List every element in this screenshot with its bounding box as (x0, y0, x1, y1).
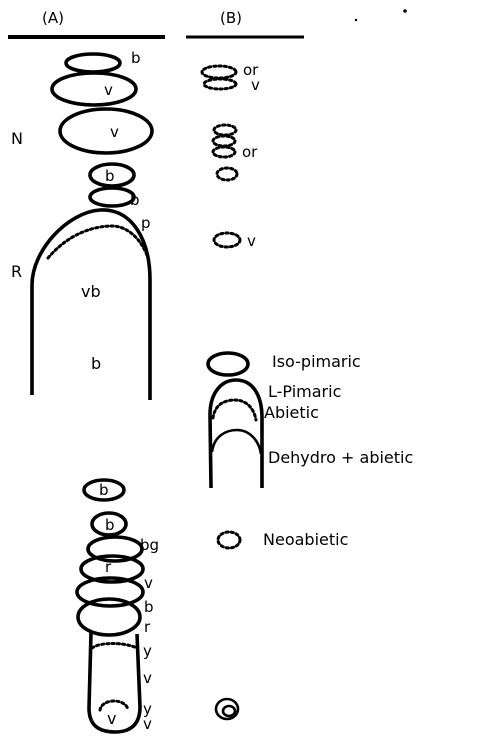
label-a-btm-b: b (144, 598, 154, 616)
label-a-b1: b (131, 49, 141, 67)
label-a-b3: b (91, 354, 101, 373)
label-a-btm-v3: v (143, 715, 152, 733)
label-l-pimaric: L-Pimaric (268, 382, 341, 401)
label-b-or2: or (242, 143, 258, 161)
spot-iso-pimaric (208, 353, 248, 375)
speck (355, 19, 357, 21)
label-a-btm-b-second: b (105, 516, 115, 534)
spot-b-or2-1 (214, 125, 236, 135)
spot-b-or1-bottom (204, 79, 236, 89)
spot-dehydro-front (212, 430, 261, 454)
header-a: (A) (42, 9, 64, 27)
label-a-v2: v (110, 123, 119, 141)
label-a-vb: vb (81, 282, 101, 301)
origin-spiral-inner (223, 706, 235, 716)
zone-R-dotted-front (48, 226, 148, 258)
spot-lpimaric-outline (210, 380, 262, 488)
spot-a-v2 (60, 109, 152, 153)
label-a-btm-v-inner: v (107, 709, 116, 728)
label-a-btm-v2: v (143, 669, 152, 687)
label-a-b-inner: b (105, 167, 115, 185)
speck (403, 9, 407, 13)
label-abietic: Abietic (264, 403, 319, 422)
spot-b-or1-top (202, 66, 236, 78)
label-a-btm-b-top: b (99, 481, 109, 499)
label-a-btm-v1: v (144, 574, 153, 592)
label-dehydro-abietic: Dehydro + abietic (268, 448, 413, 467)
label-neoabietic: Neoabietic (263, 530, 348, 549)
spot-neoabietic (218, 532, 240, 548)
label-a-btm-y1: y (143, 642, 152, 660)
spot-b-v2 (214, 233, 240, 247)
zone-a-btm-dotted (92, 644, 137, 649)
label-a-b2: b (130, 191, 140, 209)
label-iso-pimaric: Iso-pimaric (272, 352, 361, 371)
spot-b-or2-3 (213, 147, 235, 157)
label-a-btm-r-inner: r (105, 558, 112, 576)
spot-abietic-dotted (213, 400, 256, 420)
label-a-p: p (141, 214, 151, 232)
label-a-btm-r: r (144, 618, 151, 636)
spot-b-small (217, 168, 237, 180)
spot-a-b1 (66, 54, 120, 72)
label-a-R: R (11, 262, 22, 281)
spot-b-or2-2 (213, 136, 235, 146)
spot-a-v1 (52, 73, 136, 105)
label-b-v1: v (251, 76, 260, 94)
spot-a-b2 (90, 188, 134, 206)
header-b: (B) (220, 9, 242, 27)
label-b-v2: v (247, 232, 256, 250)
label-a-v1: v (104, 81, 113, 99)
label-a-N: N (11, 129, 23, 148)
